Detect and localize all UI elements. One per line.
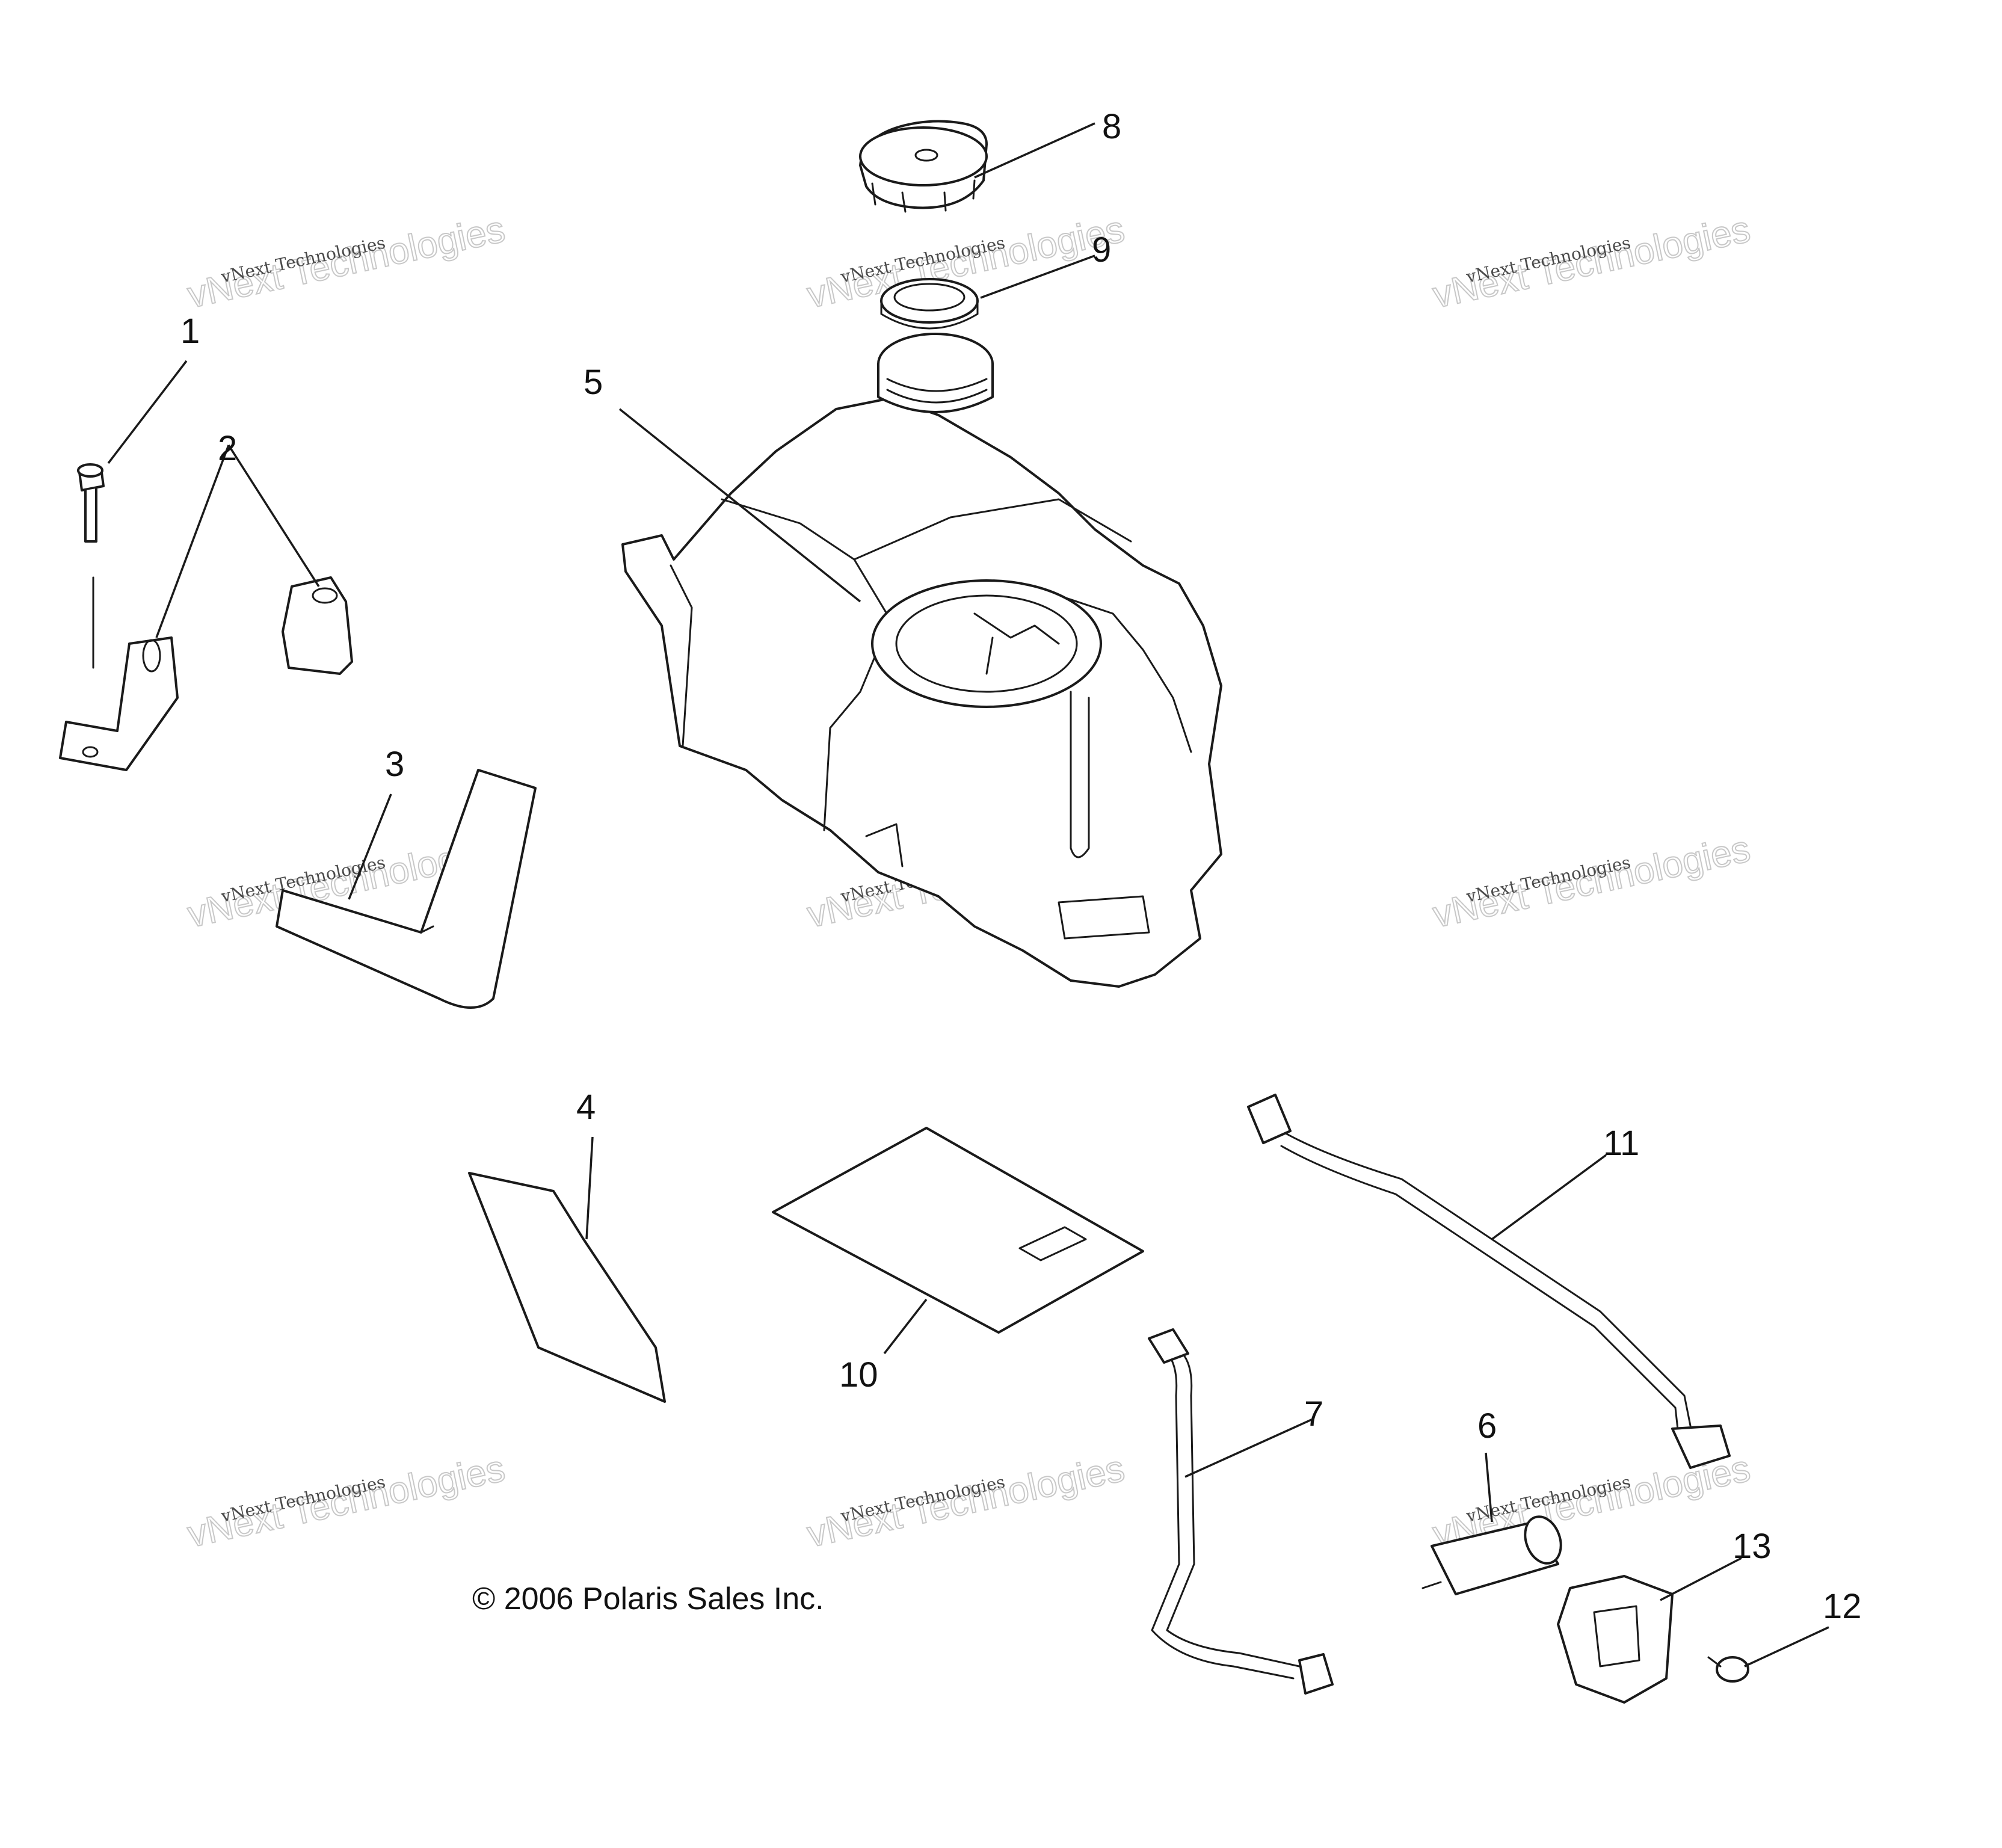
callout-7: 7 [1304, 1394, 1323, 1434]
hose-fitting-part [1148, 1328, 1334, 1695]
callout-12: 12 [1823, 1587, 1862, 1626]
callout-8: 8 [1102, 107, 1121, 146]
callout-13: 13 [1732, 1527, 1772, 1566]
panel-part [772, 1127, 1144, 1334]
watermark-outline-text: vNext Technologies [184, 208, 508, 316]
watermark: vNext Technologies vNext Technologies [183, 208, 509, 316]
fuel-cap-part [859, 120, 988, 213]
callout-1: 1 [180, 312, 200, 351]
cap-gasket-part [880, 278, 979, 330]
callout-5: 5 [584, 363, 603, 402]
pad-part [468, 1172, 666, 1403]
callout-10: 10 [839, 1355, 878, 1394]
watermark-outline-text: vNext Technologies [184, 1447, 508, 1555]
leader-lines [107, 122, 1829, 1668]
watermark: vNext Technologies vNext Technologies [1429, 827, 1754, 936]
fuel-tank-part [621, 333, 1222, 988]
watermark-outline-text: vNext Technologies [804, 1447, 1128, 1555]
callout-11: 11 [1603, 1124, 1639, 1163]
bracket-left-part [59, 636, 179, 771]
callout-3: 3 [385, 745, 404, 784]
screw-part [1707, 1656, 1749, 1683]
callout-9: 9 [1092, 230, 1111, 270]
bracket-right-part [282, 576, 353, 675]
copyright-text: © 2006 Polaris Sales Inc. [472, 1582, 824, 1616]
strap-part [276, 769, 537, 1009]
callout-4: 4 [576, 1088, 596, 1127]
watermark: vNext Technologies vNext Technologies [1429, 208, 1754, 316]
callout-6: 6 [1477, 1406, 1497, 1446]
watermark: vNext Technologies vNext Technologies [803, 1447, 1129, 1556]
watermark-outline-text: vNext Technologies [1429, 208, 1754, 316]
callout-2: 2 [218, 429, 237, 468]
watermark-outline-text: vNext Technologies [1429, 828, 1754, 935]
hose-part [1247, 1094, 1731, 1469]
watermark: vNext Technologies vNext Technologies [183, 1447, 509, 1556]
fuel-filter-part [1421, 1515, 1562, 1595]
bolt-part [77, 463, 105, 669]
clip-bracket-part [1557, 1575, 1674, 1704]
